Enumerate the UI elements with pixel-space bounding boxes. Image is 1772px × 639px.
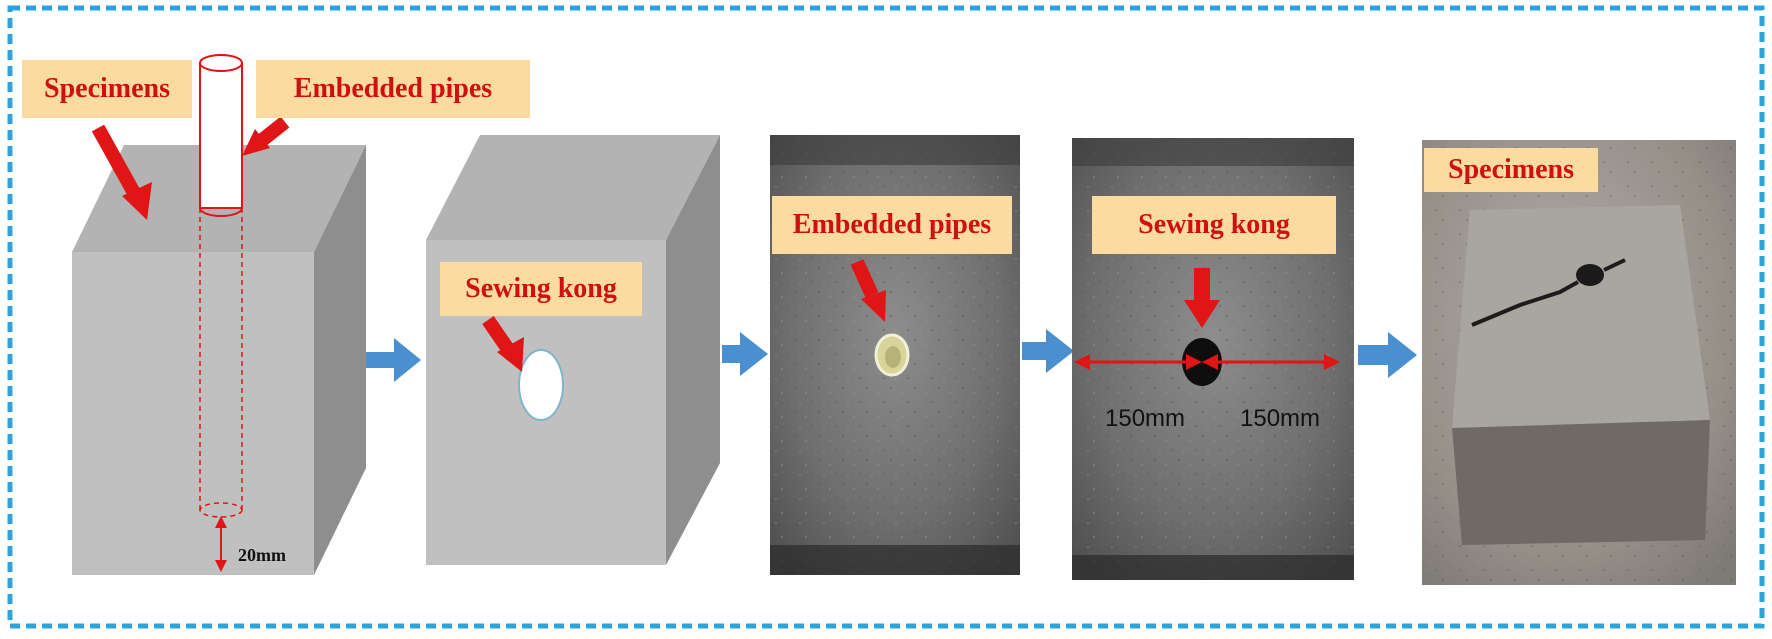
label-sewing-kong-step2: Sewing kong — [440, 262, 642, 316]
block2-side-face — [666, 135, 720, 565]
spacing-dimension-arrows — [1074, 354, 1340, 370]
step5-photo — [1422, 140, 1736, 585]
specimen-top-face — [1452, 205, 1710, 428]
step1-block-diagram — [72, 54, 366, 575]
photo-pipes-callout-arrow — [850, 259, 886, 322]
flow-arrow-3 — [1022, 329, 1074, 373]
flow-arrow-2 — [722, 332, 768, 376]
right-distance-label: 150mm — [1240, 405, 1321, 432]
block1-front-face — [72, 252, 314, 575]
photo-sewing-kong-callout-arrow — [1184, 268, 1220, 328]
step2-block-diagram — [426, 135, 720, 565]
embedded-pipe-drawing — [199, 54, 243, 518]
specimen-front-face — [1452, 420, 1710, 545]
flow-arrow-1 — [366, 338, 421, 382]
label-sewing-kong-step4: Sewing kong — [1092, 196, 1336, 254]
label-embedded-pipes-step3: Embedded pipes — [772, 196, 1012, 254]
flow-arrow-4 — [1358, 332, 1417, 378]
crack-line — [1471, 258, 1626, 327]
block1-side-face — [314, 145, 366, 575]
label-embedded-pipes-step1: Embedded pipes — [256, 60, 530, 118]
crack-hole — [1576, 264, 1604, 286]
depth-dimension-arrow — [215, 516, 227, 572]
sewing-kong-callout-arrow — [482, 316, 524, 372]
specimens-callout-arrow — [91, 124, 152, 220]
label-specimens-step1: Specimens — [22, 60, 192, 118]
depth-label: 20mm — [238, 545, 286, 565]
left-distance-label: 150mm — [1105, 405, 1186, 432]
label-specimens-step5: Specimens — [1424, 148, 1598, 192]
block2-top-face — [426, 135, 720, 240]
hole-ellipse — [518, 349, 564, 421]
pipes-callout-arrow — [242, 116, 290, 156]
